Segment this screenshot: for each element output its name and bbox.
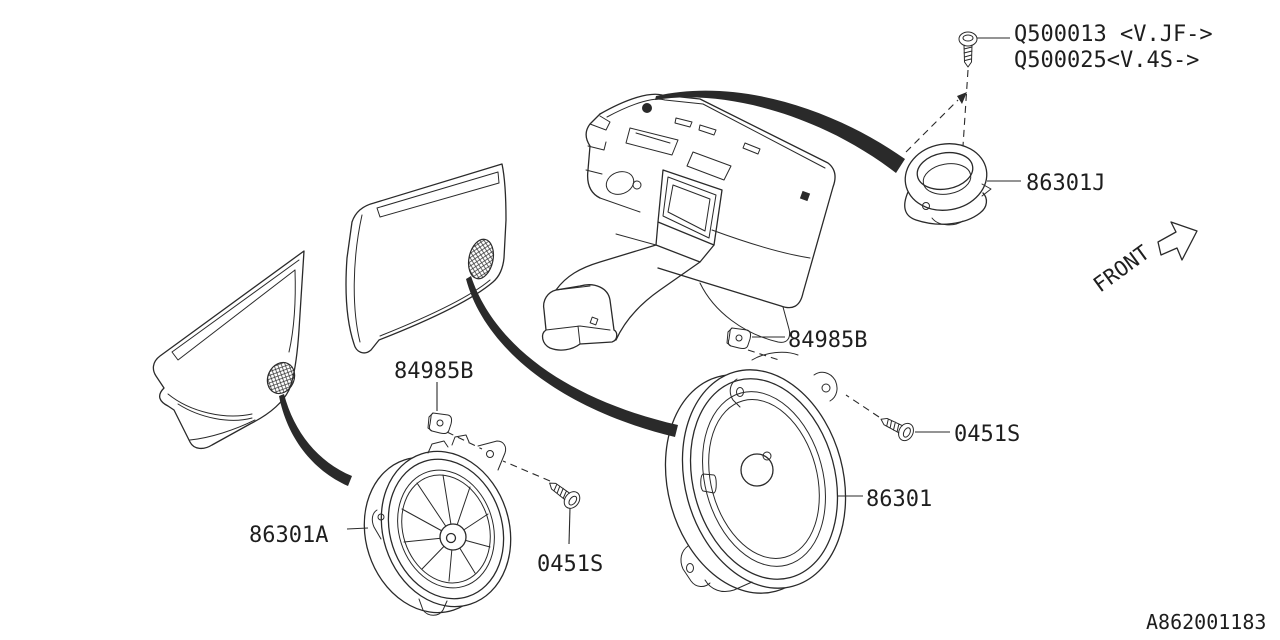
doc-number: A862001183: [1146, 610, 1266, 634]
clip-icon-right: [726, 327, 752, 350]
rear-door-trim-art: [152, 250, 305, 450]
label-q500025: Q500025<V.4S->: [1014, 48, 1199, 73]
front-label: FRONT: [1089, 240, 1155, 297]
dash-mount-dot-left: [642, 103, 652, 113]
screw-icon-right: [880, 417, 914, 442]
speaker-86301-art: [664, 351, 847, 594]
front-door-speaker-grille: [467, 238, 495, 280]
label-84985B-left: 84985B: [394, 359, 473, 384]
dashboard-art: [541, 93, 836, 351]
speaker-86301A-art: [363, 434, 512, 616]
dash-mount-dot-right: [799, 190, 811, 202]
label-86301A: 86301A: [249, 523, 328, 548]
part-labels: Q500013 <V.JF-> Q500025<V.4S-> 86301J 84…: [249, 22, 1213, 577]
swoosh-door-to-speaker: [466, 276, 678, 437]
swoosh-dash-to-tweeter: [655, 90, 905, 173]
speaker-spokes: [401, 474, 491, 582]
label-0451S-bottom: 0451S: [537, 552, 603, 577]
front-direction: FRONT: [1089, 221, 1198, 297]
screw-icon-bottom: [549, 482, 581, 509]
rear-door-speaker-grille: [266, 361, 296, 395]
clip-icon-left: [427, 412, 453, 435]
label-0451S-right: 0451S: [954, 422, 1020, 447]
arrowhead: [957, 92, 967, 104]
tweeter-bracket-art: [904, 143, 992, 226]
pointer-swooshes: [279, 90, 905, 486]
front-door-trim-art: [345, 163, 507, 354]
front-arrow-icon: [1157, 221, 1198, 261]
screw-icon-top: [958, 31, 978, 68]
label-q500013: Q500013 <V.JF->: [1014, 22, 1213, 47]
solid-leaders: [346, 37, 1021, 545]
dashed-leaders: [446, 69, 969, 482]
swoosh-rear-door-to-speaker: [279, 394, 352, 486]
label-86301: 86301: [866, 487, 932, 512]
label-84985B-right: 84985B: [788, 328, 867, 353]
label-86301J: 86301J: [1026, 171, 1105, 196]
